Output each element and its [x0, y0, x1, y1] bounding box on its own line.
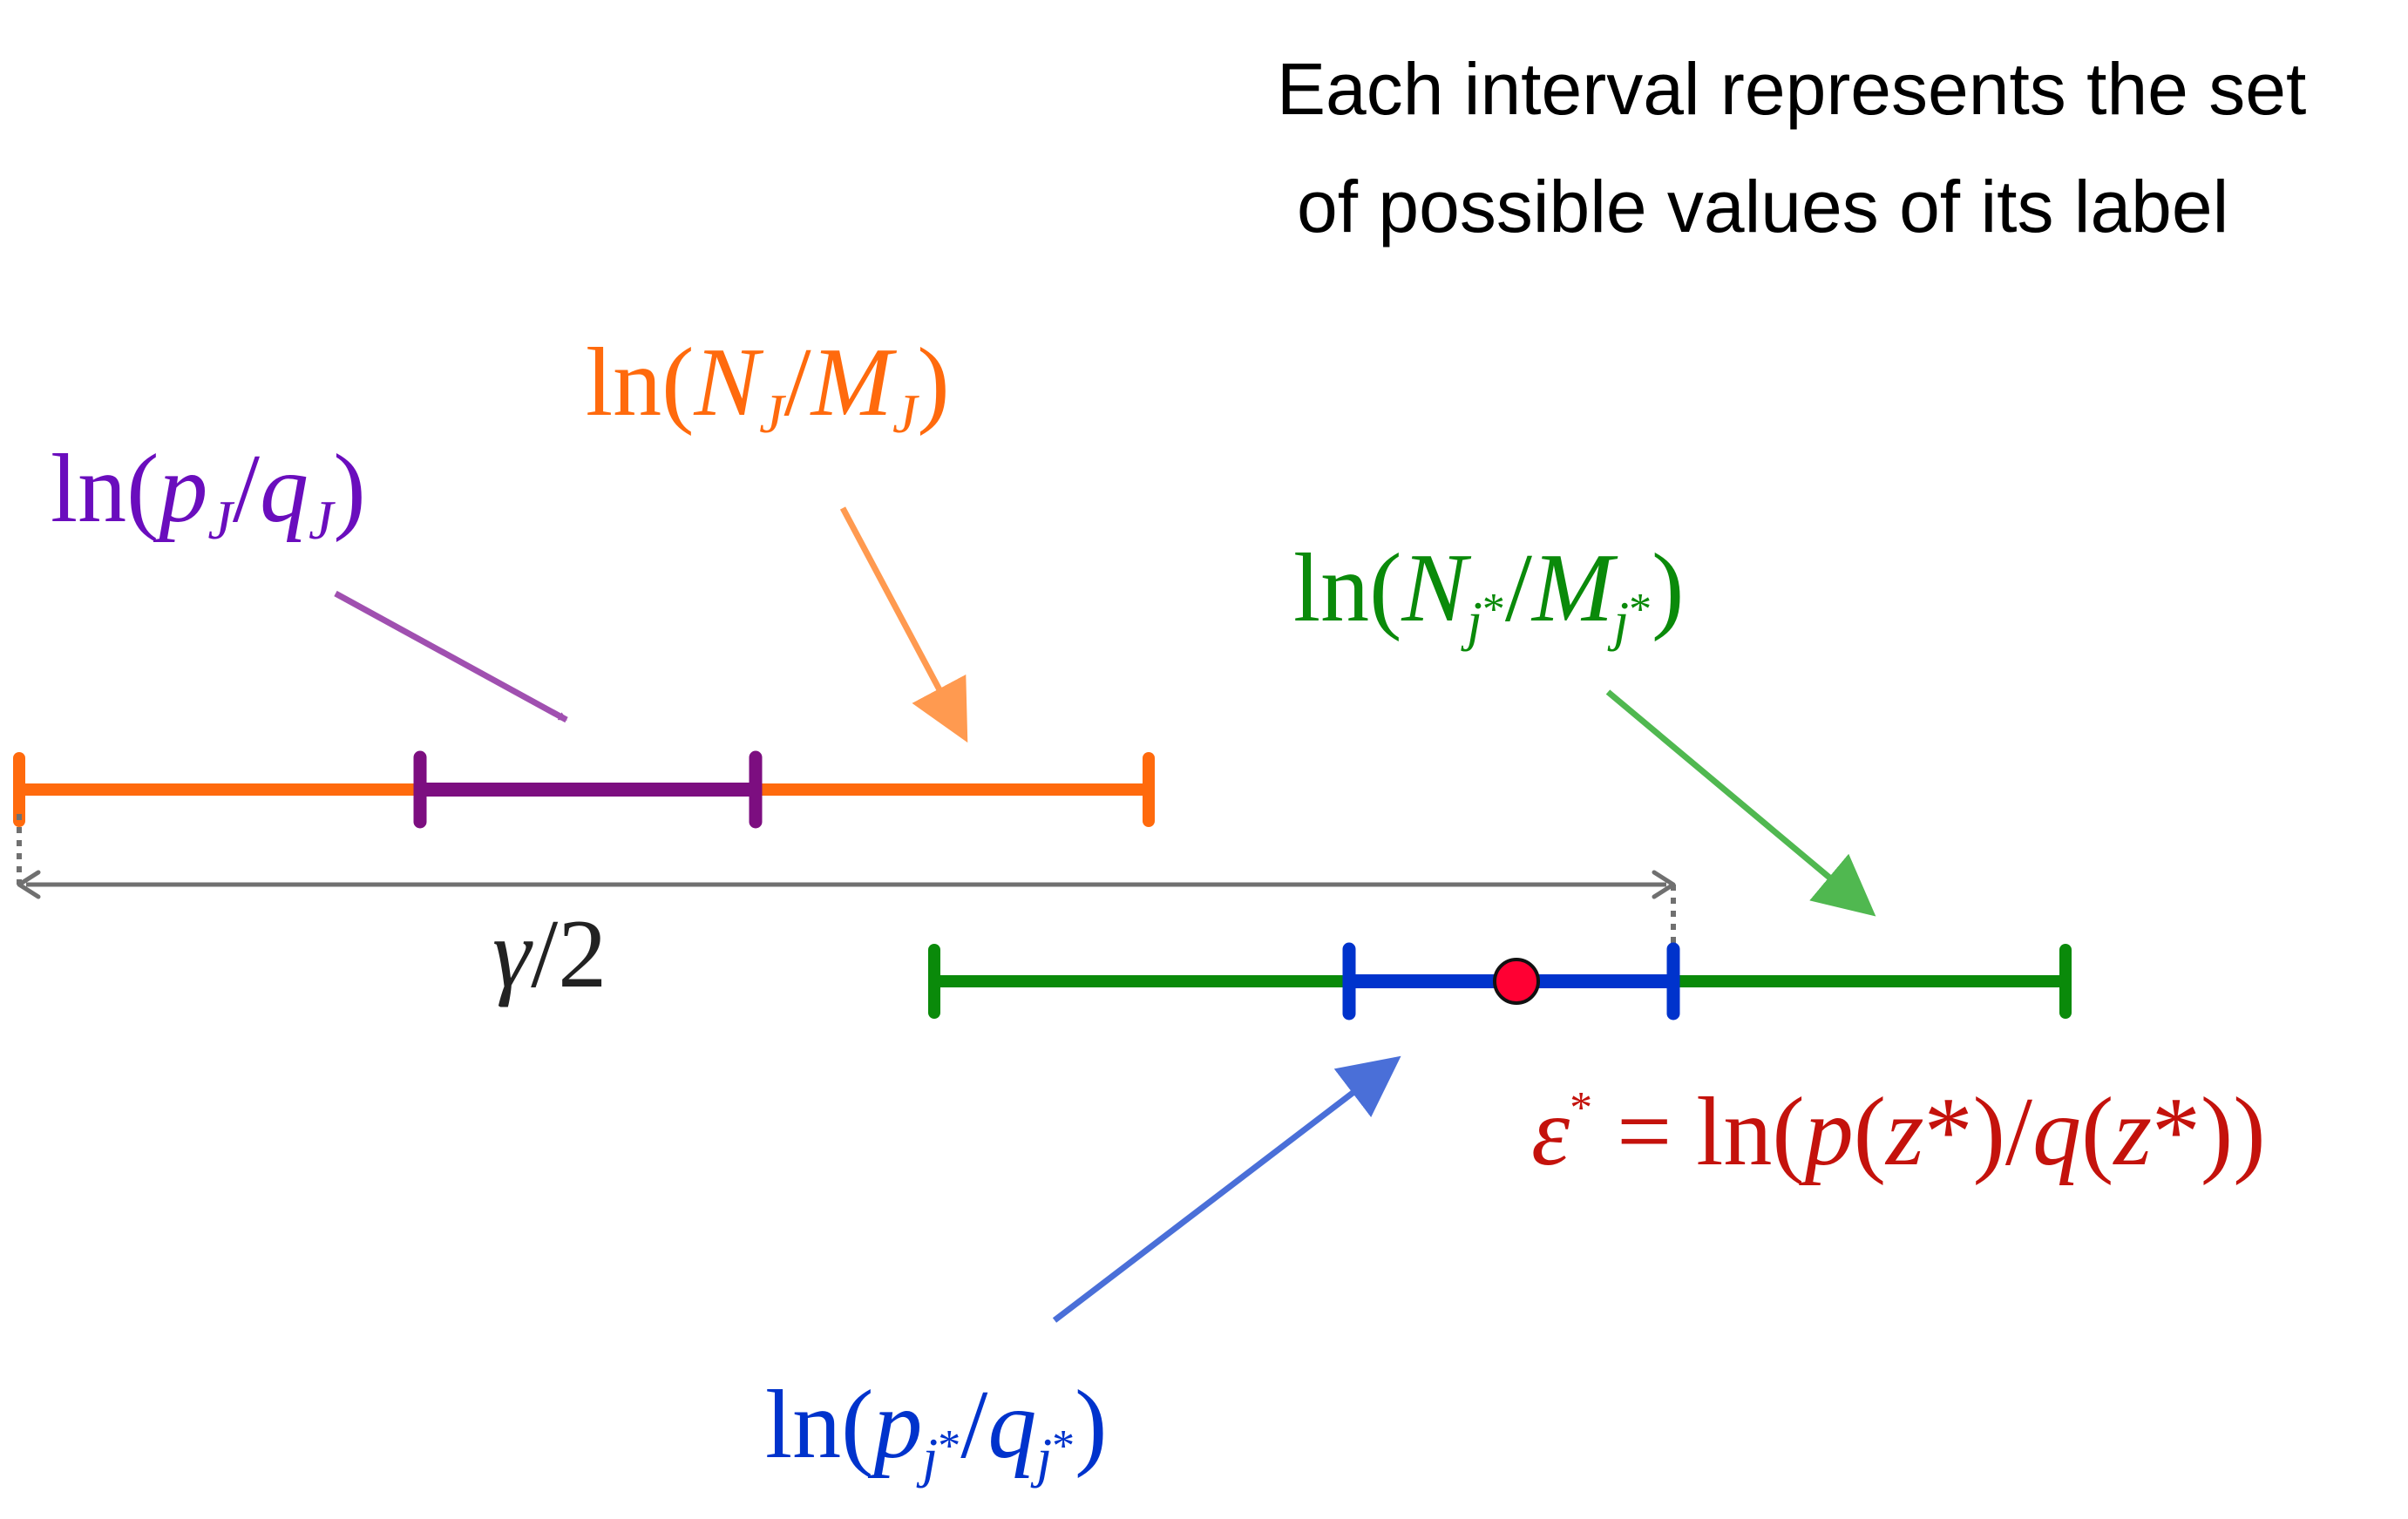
label-ln-pjstar-qjstar: ln(pj*/qj*): [765, 1371, 1107, 1488]
epsilon-star-point: [1493, 958, 1540, 1005]
gamma-half-gap: [17, 814, 1676, 966]
label-ln-Njstar-Mjstar: ln(Nj*/Mj*): [1293, 534, 1684, 652]
arrow-to-pJ-interval: [334, 590, 568, 723]
caption-line-2: of possible values of its label: [1297, 166, 2228, 248]
interval-pJ-qJ: [413, 750, 763, 829]
label-epsilon-star: ε* = ln(p(z*)/q(z*)): [1531, 1078, 2266, 1186]
arrow-to-Njstar-interval: [1605, 689, 1876, 917]
label-ln-pJ-qJ: ln(pJ/qJ): [51, 435, 366, 551]
label-ln-NJ-MJ: ln(NJ/MJ): [586, 329, 950, 444]
arrow-to-NJ-interval: [839, 506, 968, 743]
caption-line-1: Each interval represents the set: [1277, 48, 2306, 130]
arrow-to-pjstar-interval: [1052, 1055, 1401, 1323]
label-gamma-half: γ/2: [492, 900, 607, 1008]
